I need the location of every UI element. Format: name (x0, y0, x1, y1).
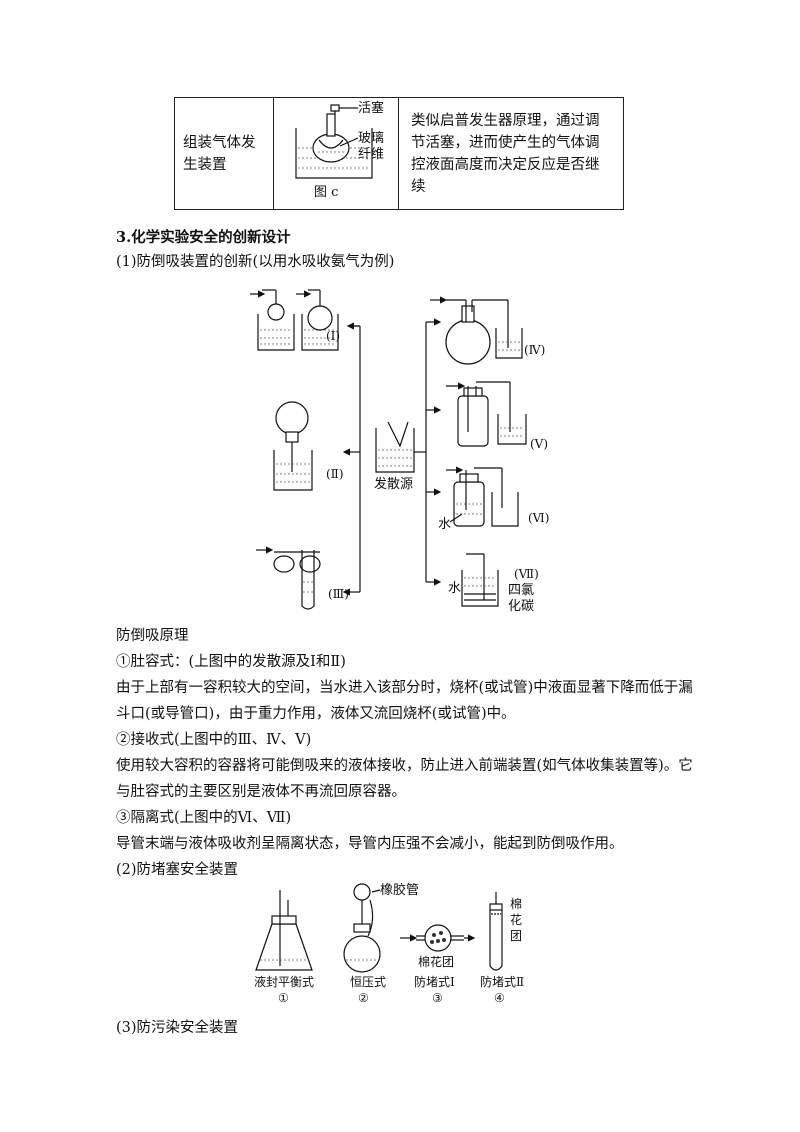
device-VII: 水 (Ⅶ) 四氯 化碳 (448, 553, 539, 614)
p1-line1: 由于上部有一容积较大的空间，当水进入该部分时，烧杯(或试管)中液面显著下降而低于… (116, 680, 693, 696)
label-V: (Ⅴ) (530, 437, 548, 451)
label-valve: 活塞 (358, 100, 384, 116)
section3-heading: 3.化学实验安全的创新设计 (116, 229, 291, 246)
number-4: ④ (494, 991, 505, 1005)
label-fiber-2: 纤维 (358, 147, 384, 162)
label-water-VII: 水 (448, 581, 461, 596)
principle-title: 防倒吸原理 (116, 628, 189, 644)
device-3-drying-tube: 棉花团 防堵式Ⅰ ③ (400, 924, 476, 1005)
label-source: 发散源 (374, 476, 413, 492)
table-cell-description-text: 类似启普发生器原理，通过调节活塞，进而使产生的气体调控液面高度而决定反应是否继续 (411, 112, 600, 195)
label-VII: (Ⅶ) (514, 567, 539, 581)
number-3: ③ (432, 991, 443, 1005)
p2-title: ②接收式(上图中的Ⅲ、Ⅳ、Ⅴ) (116, 732, 312, 748)
number-2: ② (358, 991, 369, 1005)
table-cell-name: 组装气体发生装置 (174, 97, 274, 210)
table-cell-description: 类似启普发生器原理，通过调节活塞，进而使产生的气体调控液面高度而决定反应是否继续 (398, 97, 624, 210)
label-cotton-v2: 花 (510, 912, 522, 927)
part3-heading: (3)防污染安全装置 (116, 1020, 239, 1036)
label-IV: (Ⅳ) (524, 343, 545, 357)
device-source: 发散源 (374, 421, 415, 492)
label-II: (Ⅱ) (326, 467, 344, 481)
label-cotton-v3: 团 (510, 929, 522, 943)
device-V: (Ⅴ) (446, 381, 548, 451)
device-IV: (Ⅳ) (430, 296, 545, 365)
apparatus-table: 组装气体发生装置 活塞 玻璃 (174, 97, 624, 210)
label-rubber-tube: 橡胶管 (380, 882, 419, 898)
label-VI: (Ⅵ) (528, 511, 549, 525)
label-fiber-1: 玻璃 (358, 131, 384, 146)
caption-4: 防堵式Ⅱ (480, 974, 524, 989)
device-2-flask: 橡胶管 恒压式 ② (343, 882, 419, 1005)
label-cotton: 棉花团 (418, 954, 454, 969)
p1-line2: 斗口(或导管口)，由于重力作用，液体又流回烧杯(或试管)中。 (116, 706, 516, 722)
table-cell-name-text: 组装气体发生装置 (183, 134, 256, 173)
label-water-VI: 水 (438, 517, 451, 532)
device-III: (Ⅲ) (256, 546, 349, 610)
p2-line1: 使用较大容积的容器将可能倒吸来的液体接收，防止进入前端装置(如气体收集装置等)。… (116, 758, 693, 774)
device-4-test-tube: 棉 花 团 防堵式Ⅱ ④ (480, 892, 524, 1005)
label-I: (Ⅰ) (326, 329, 340, 343)
part1-heading: (1)防倒吸装置的创新(以用水吸收氨气为例) (116, 254, 395, 270)
device-II: (Ⅱ) (273, 401, 344, 491)
table-cell-figure: 活塞 玻璃 纤维 图 c (273, 97, 399, 210)
p3-title: ③隔离式(上图中的Ⅵ、Ⅶ) (116, 810, 292, 826)
label-cotton-v1: 棉 (510, 897, 522, 911)
anti-clog-diagram: 液封平衡式 ① 橡胶管 恒压式 ② 棉花团 防堵式Ⅰ ③ 棉 花 团 防堵式Ⅱ (254, 882, 524, 1005)
p2-line2: 与肚容式的主要区别是液体不再流回原容器。 (116, 784, 406, 800)
figure-c-caption: 图 c (314, 185, 338, 200)
label-III: (Ⅲ) (328, 587, 349, 601)
caption-3: 防堵式Ⅰ (414, 974, 455, 989)
caption-2: 恒压式 (350, 975, 386, 989)
part2-heading: (2)防堵塞安全装置 (116, 862, 239, 878)
label-ccl4-2: 化碳 (508, 599, 534, 614)
device-1-flask: 液封平衡式 ① (254, 890, 314, 1005)
figure-c-diagram: 活塞 玻璃 纤维 图 c (295, 100, 384, 200)
anti-suckback-diagram: (Ⅰ) (Ⅱ) (Ⅲ) 发散源 (250, 289, 549, 614)
label-ccl4-1: 四氯 (508, 583, 534, 598)
caption-1: 液封平衡式 (254, 974, 314, 989)
number-1: ① (278, 991, 289, 1005)
device-VI: 水 (Ⅵ) (438, 466, 549, 532)
p1-title: ①肚容式：(上图中的发散源及Ⅰ和Ⅱ) (116, 654, 346, 670)
device-I: (Ⅰ) (250, 289, 340, 351)
p3-line1: 导管末端与液体吸收剂呈隔离状态，导管内压强不会减小，能起到防倒吸作用。 (116, 836, 624, 852)
